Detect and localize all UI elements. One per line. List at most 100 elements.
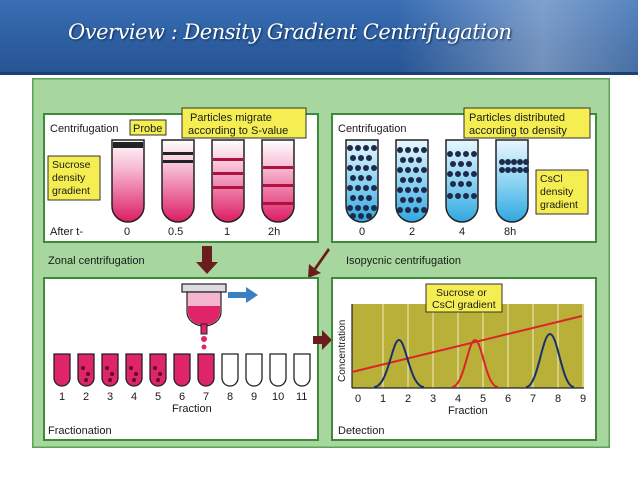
particle-dot [455, 151, 461, 157]
detection-caption: Detection [338, 425, 384, 437]
fraction-particle [108, 378, 112, 382]
after-label: After t- [50, 226, 83, 238]
cscl-label-box [535, 169, 589, 215]
particle-dot [466, 161, 472, 167]
particle-dot [523, 167, 529, 173]
zonal-tube-4-band-2 [263, 184, 293, 187]
particle-dot [408, 157, 414, 163]
collector-tube [181, 283, 258, 350]
particle-dot [405, 167, 411, 173]
zonal-callout [181, 107, 307, 139]
particle-dot [405, 147, 411, 153]
fraction-tube [173, 353, 191, 387]
particle-dot [366, 195, 372, 201]
zonal-tubes [111, 139, 295, 223]
fraction-particle [156, 378, 160, 382]
isopycnic-tube-3 [445, 139, 479, 223]
particle-dot [413, 207, 419, 213]
concentration-label: Concentration [337, 320, 348, 382]
collector-pink [188, 306, 220, 325]
sucrose-label-3: gradient [52, 185, 90, 197]
particle-dot [347, 205, 353, 211]
particle-dot [350, 195, 356, 201]
particle-dot [366, 175, 372, 181]
isopycnic-tubes [345, 139, 529, 223]
fraction-particle [84, 378, 88, 382]
particle-dot [400, 197, 406, 203]
zonal-tube-3-band-1 [213, 158, 243, 161]
particle-dot [450, 181, 456, 187]
zonal-tube-3 [211, 139, 245, 223]
zonal-callout-line2: according to S-value [188, 125, 288, 137]
particle-dot [366, 155, 372, 161]
collector-nozzle [200, 323, 208, 335]
fraction-tube [101, 353, 119, 387]
fraction-number: 5 [155, 391, 161, 403]
fraction-number: 9 [251, 391, 257, 403]
fraction-tube [149, 353, 167, 387]
particle-dot [505, 167, 511, 173]
particle-dot [397, 147, 403, 153]
particle-dot [366, 213, 372, 219]
zonal-header: Centrifugation [50, 123, 119, 135]
particle-dot [421, 207, 427, 213]
particle-dot [471, 171, 477, 177]
sucrose-label-box [47, 155, 101, 201]
zonal-tube-4-band-1 [263, 166, 293, 169]
x-tick-label: 1 [380, 393, 386, 405]
diagonal-arrow [308, 248, 330, 278]
particle-dot [447, 171, 453, 177]
detection-callout-line1: Sucrose or [436, 287, 487, 299]
x-tick-label: 4 [455, 393, 461, 405]
particle-dot [413, 167, 419, 173]
plot-area [352, 304, 584, 388]
particle-dot [408, 197, 414, 203]
plot-gridlines [382, 304, 584, 388]
particle-dot [511, 167, 517, 173]
particle-dot [408, 177, 414, 183]
particle-dot [347, 165, 353, 171]
isopycnic-time-3: 4 [459, 226, 465, 238]
sucrose-label-2: density [52, 172, 86, 184]
fraction-number: 10 [272, 391, 284, 403]
isopycnic-time-2: 2 [409, 226, 415, 238]
fraction-number: 2 [83, 391, 89, 403]
isopycnic-time-1: 0 [359, 226, 365, 238]
x-tick-label: 3 [430, 393, 436, 405]
particle-dot [358, 155, 364, 161]
fraction-particle [86, 372, 90, 376]
particle-dot [371, 165, 377, 171]
zonal-time-2: 0.5 [168, 226, 183, 238]
fractionation-caption: Fractionation [48, 425, 112, 437]
particle-dot [350, 155, 356, 161]
fraction-number: 4 [131, 391, 137, 403]
centrifugation-figure: Centrifugation Probe Particles migrate a… [32, 78, 610, 448]
fraction-axis-label: Fraction [172, 403, 212, 415]
particle-dot [517, 167, 523, 173]
particle-dot [416, 157, 422, 163]
particle-dot [413, 187, 419, 193]
cscl-label-1: CsCl [540, 173, 563, 185]
fraction-particle [129, 366, 133, 370]
particle-dot [463, 193, 469, 199]
isopycnic-callout [463, 107, 591, 139]
x-tick-label: 5 [480, 393, 486, 405]
particle-dot [371, 185, 377, 191]
particle-dot [350, 175, 356, 181]
zonal-time-3: 1 [224, 226, 230, 238]
particle-dot [405, 187, 411, 193]
peak-3 [525, 332, 575, 388]
fraction-tube [77, 353, 95, 387]
zonal-tube-1 [111, 139, 145, 223]
fraction-particle [132, 378, 136, 382]
particle-dot [471, 151, 477, 157]
detection-callout [425, 283, 503, 313]
fraction-number: 7 [203, 391, 209, 403]
fraction-number: 11 [296, 391, 307, 403]
sucrose-label-1: Sucrose [52, 159, 91, 171]
particle-dot [355, 145, 361, 151]
particle-dot [358, 175, 364, 181]
isopycnic-callout-line1: Particles distributed [469, 112, 565, 124]
particle-dot [363, 185, 369, 191]
